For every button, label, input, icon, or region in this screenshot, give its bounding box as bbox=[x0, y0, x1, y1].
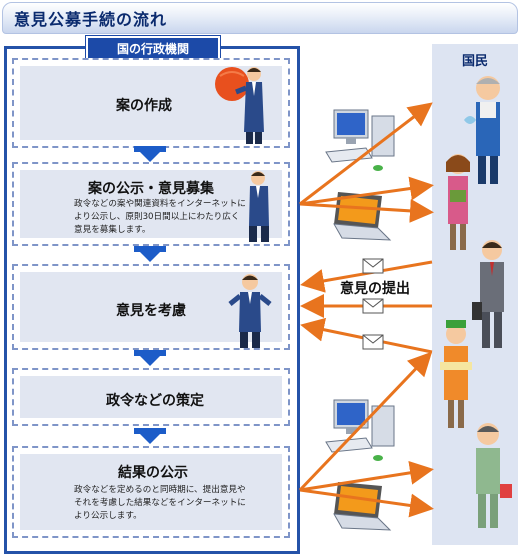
step-publish-desc: 政令などの案や関連資料をインターネットにより公示し、原則30日間以上にわたり広く… bbox=[74, 199, 246, 235]
step-publish-panel bbox=[20, 170, 282, 238]
laptop-icon bbox=[333, 192, 392, 241]
page-title: 意見公募手続の流れ bbox=[14, 10, 168, 29]
step-consider: 意見を考慮 bbox=[12, 264, 290, 350]
citizen-fisherman-icon bbox=[464, 76, 500, 184]
step-consider-panel bbox=[20, 272, 282, 342]
citizen-worker-icon bbox=[476, 423, 512, 528]
official-icon bbox=[249, 171, 269, 242]
down-arrow-1 bbox=[134, 146, 166, 162]
citizen-shop-clerk-icon bbox=[440, 320, 472, 428]
down-arrow-4 bbox=[134, 428, 166, 444]
citizen-woman-plant-icon bbox=[446, 154, 470, 250]
step-draft: 案の作成 bbox=[12, 58, 290, 148]
step-result-panel bbox=[20, 454, 282, 530]
consider-official-icon bbox=[228, 274, 272, 348]
title-banner bbox=[2, 2, 518, 34]
presenter-icon bbox=[215, 67, 264, 144]
opinion-submission-label: 意見の提出 bbox=[340, 281, 410, 297]
step-result: 結果の公示 政令などを定めるのと同時期に、提出意見やそれを考慮した結果などをイン… bbox=[12, 446, 290, 538]
desktop-computer-icon-2 bbox=[325, 399, 395, 461]
down-arrow-3 bbox=[134, 350, 166, 366]
down-arrow-2 bbox=[134, 246, 166, 262]
government-label: 国の行政機関 bbox=[116, 42, 189, 56]
citizens-label: 国民 bbox=[461, 54, 488, 69]
citizen-businessman-icon bbox=[472, 240, 504, 348]
step-enact: 政令などの策定 bbox=[12, 368, 290, 426]
envelope-icon-2 bbox=[362, 298, 384, 314]
step-consider-title: 意見を考慮 bbox=[116, 303, 186, 319]
step-enact-panel bbox=[20, 376, 282, 418]
step-result-desc: 政令などを定めるのと同時期に、提出意見やそれを考慮した結果などをインターネットに… bbox=[74, 485, 246, 521]
step-draft-title: 案の作成 bbox=[116, 98, 172, 114]
step-publish-title: 案の公示・意見募集 bbox=[88, 181, 214, 197]
step-result-title: 結果の公示 bbox=[118, 465, 188, 481]
envelope-icon bbox=[362, 258, 384, 274]
step-enact-title: 政令などの策定 bbox=[106, 393, 204, 409]
envelope-icon-3 bbox=[362, 334, 384, 350]
step-publish: 案の公示・意見募集 政令などの案や関連資料をインターネットにより公示し、原則30… bbox=[12, 162, 290, 246]
laptop-icon-2 bbox=[333, 482, 392, 531]
